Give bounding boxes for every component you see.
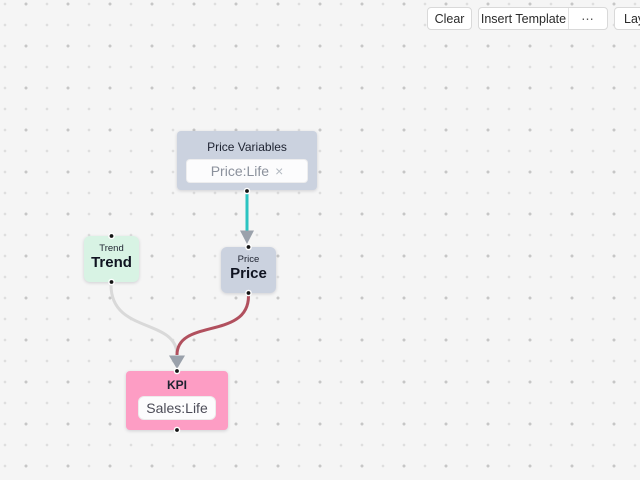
more-options-button[interactable]: ⋯	[568, 8, 607, 29]
node-trend[interactable]: Trend Trend	[84, 236, 139, 282]
edge-trend-kpi[interactable]	[109, 284, 179, 356]
price-variable-tag[interactable]: Price:Life ×	[186, 159, 308, 183]
node-name: Trend	[91, 254, 132, 272]
arrowhead-into-kpi	[169, 355, 185, 369]
node-type-label: Trend	[99, 243, 124, 254]
insert-template-button-group: Insert Template ⋯	[478, 7, 608, 30]
node-price-variables[interactable]: Price Variables Price:Life ×	[177, 131, 317, 190]
node-title: Price Variables	[207, 140, 287, 154]
node-kpi[interactable]: KPI Sales:Life	[126, 371, 228, 430]
tag-label: Price:Life	[210, 163, 270, 179]
kpi-tag[interactable]: Sales:Life	[138, 396, 216, 420]
edge-price-kpi[interactable]	[175, 295, 250, 356]
toolbar: Clear Insert Template ⋯ Layout	[427, 7, 640, 30]
tag-label: Sales:Life	[146, 400, 208, 416]
node-title: KPI	[166, 378, 187, 392]
node-price[interactable]: Price Price	[221, 247, 276, 293]
layout-button[interactable]: Layout	[614, 7, 640, 30]
node-type-label: Price	[237, 254, 260, 265]
arrowhead-into-price	[240, 230, 254, 244]
insert-template-button[interactable]: Insert Template	[480, 11, 567, 26]
remove-tag-icon[interactable]: ×	[275, 163, 284, 179]
clear-button[interactable]: Clear	[427, 7, 472, 30]
node-name: Price	[230, 265, 267, 283]
